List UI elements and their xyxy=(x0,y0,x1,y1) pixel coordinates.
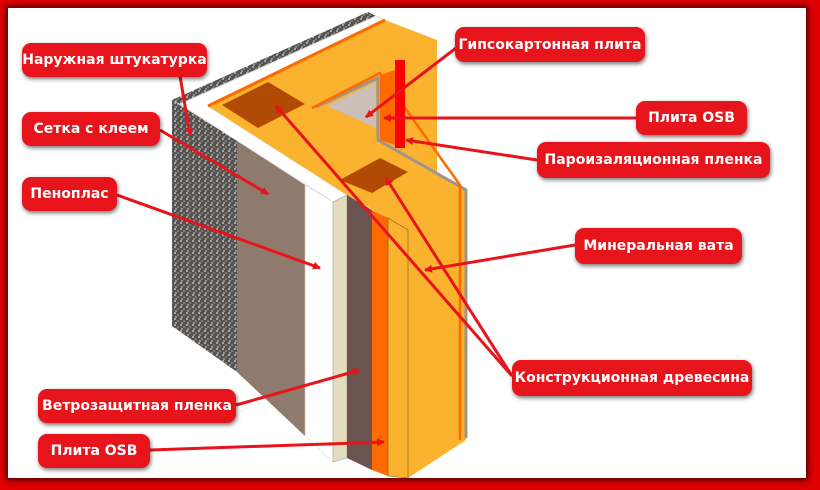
exterior-plaster-layer xyxy=(172,100,237,372)
label-mineral-wool: Минеральная вата xyxy=(575,228,742,264)
arrow-exterior-plaster xyxy=(178,75,193,136)
arrow-vapor-barrier xyxy=(405,137,538,162)
vapor-barrier-edge xyxy=(207,18,386,108)
stucco-top-edge xyxy=(172,12,376,104)
arrow-timber-2 xyxy=(384,177,514,377)
label-foam: Пеноплас xyxy=(22,177,117,211)
arrow-osb-outer xyxy=(149,438,385,452)
label-vapor-barrier: Пароизаляционная пленка xyxy=(537,142,770,178)
arrow-wind-barrier xyxy=(235,368,361,407)
label-gypsum-board: Гипсокартонная плита xyxy=(455,27,645,62)
vapor-barrier-inner xyxy=(311,71,462,440)
arrow-mesh xyxy=(159,128,269,196)
timber-stud-bottom xyxy=(340,158,408,193)
gypsum-edge xyxy=(315,75,468,438)
label-osb-outer: Плита OSB xyxy=(38,434,150,468)
outer-osb-layer xyxy=(372,210,388,476)
label-wind-barrier: Ветрозащитная пленка xyxy=(38,389,236,423)
vapor-barrier-section xyxy=(395,60,405,148)
arrow-timber-1 xyxy=(274,105,514,377)
arrow-foam xyxy=(116,193,321,270)
label-osb-inner: Плита OSB xyxy=(636,101,747,135)
label-structural-timber: Конструкционная древесина xyxy=(512,360,752,396)
timber-stud-top xyxy=(222,82,305,128)
arrow-mineral-wool xyxy=(424,243,576,273)
wind-barrier-layer xyxy=(347,195,372,470)
label-exterior-plaster: Наружная штукатурка xyxy=(22,43,207,77)
timber-face xyxy=(387,217,409,479)
mesh-layer xyxy=(237,141,305,436)
outer-osb-edge xyxy=(332,194,348,463)
inner-osb-section xyxy=(380,70,395,145)
gypsum-board-section xyxy=(327,82,376,128)
foam-layer xyxy=(304,184,334,463)
arrow-gypsum xyxy=(365,46,457,119)
label-mesh-with-glue: Сетка с клеем xyxy=(22,112,160,146)
